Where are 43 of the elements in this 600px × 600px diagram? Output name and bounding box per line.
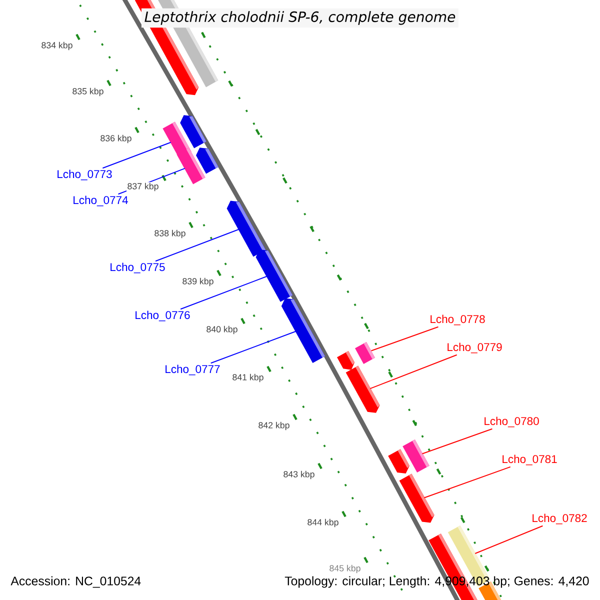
leader-line [370, 326, 439, 352]
scale-label: 840 kbp [206, 325, 238, 335]
leader-line [422, 428, 493, 454]
gene-bar [346, 366, 380, 413]
gene-bar [256, 250, 293, 302]
scale-label: 836 kbp [100, 134, 132, 144]
gene-bar [337, 351, 355, 370]
scale-label: 841 kbp [232, 373, 264, 383]
scale-label: 842 kbp [258, 421, 290, 431]
gene-bar [355, 342, 375, 364]
leader-line [155, 228, 240, 262]
gene-bar [388, 449, 410, 474]
leader-line [102, 142, 172, 169]
gene-label: Lcho_0779 [448, 342, 502, 354]
scale-label: 839 kbp [182, 277, 214, 287]
gene-bar [196, 148, 218, 174]
gene-bar [226, 200, 266, 257]
scale-label: 844 kbp [306, 518, 340, 528]
gene-label: Lcho_0780 [484, 416, 539, 428]
gene-label: Lcho_0777 [166, 364, 220, 376]
gene-bar [180, 115, 206, 148]
gene-label: Lcho_0775 [110, 262, 165, 274]
leader-line [180, 276, 268, 310]
leader-line [370, 354, 458, 390]
scale-label: 838 kbp [154, 229, 186, 239]
leader-line [210, 330, 296, 364]
gene-label: Lcho_0781 [502, 454, 557, 466]
scale-label: 845 kbp [328, 564, 362, 574]
footer-text: Accession: NC_010524 [9, 574, 143, 590]
leader-line [474, 525, 544, 554]
gene-bar [399, 474, 434, 523]
gene-label: Lcho_0773 [58, 170, 112, 180]
title: Leptothrix cholodnii SP-6, complete genome [141, 8, 459, 28]
gene-label: Lcho_0778 [430, 314, 485, 326]
leader-line [424, 466, 511, 498]
gene-label: Lcho_0774 [74, 196, 128, 206]
gene-label: Lcho_0782 [532, 514, 587, 524]
scale-label: 843 kbp [282, 470, 316, 480]
scale-label: 835 kbp [72, 87, 104, 97]
scale-label: 837 kbp [126, 182, 160, 192]
gene-bar [281, 298, 325, 363]
scale-label: 834 kbp [40, 41, 74, 51]
gene-label: Lcho_0776 [136, 310, 190, 322]
